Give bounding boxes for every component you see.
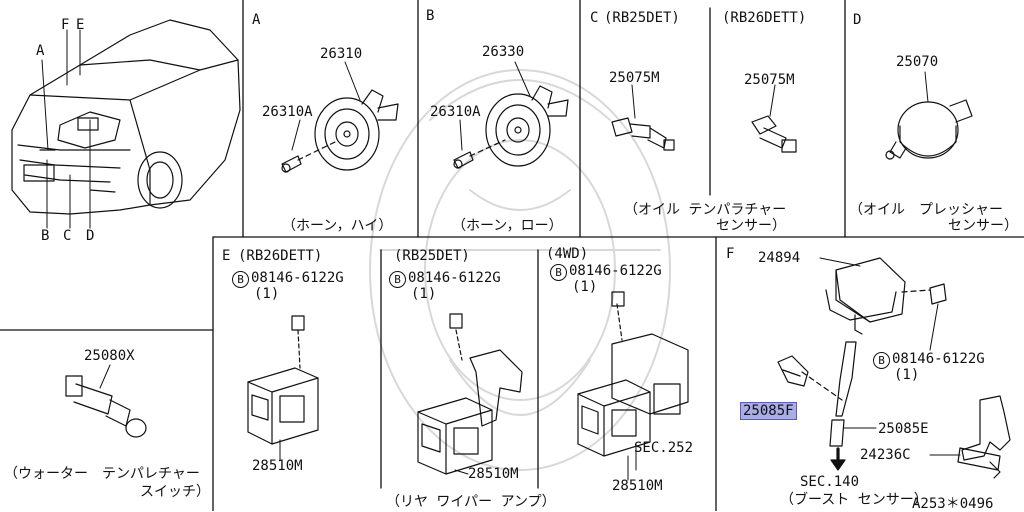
panel-e-variant3: (4WD) xyxy=(546,246,589,262)
panel-e-caption: （リヤ ワイパー アンプ） xyxy=(386,494,556,510)
panel-e-unit-part-3: 28510M xyxy=(612,478,663,494)
horn-low-drawing xyxy=(453,61,569,169)
panel-f-letter: F xyxy=(726,246,735,262)
water-switch-caption-line2: スイッチ） xyxy=(140,484,210,500)
panel-c-caption-line2: センサー） xyxy=(716,218,786,234)
panel-e-variant2: (RB25DET) xyxy=(394,248,470,264)
panel-e-bolt-circle-3: B xyxy=(550,264,567,281)
panel-f-bolt-circle: B xyxy=(873,352,890,369)
panel-b-part-bolt: 26310A xyxy=(430,104,481,120)
panel-b-letter: B xyxy=(426,8,435,24)
water-temp-switch-drawing xyxy=(65,364,147,438)
car-callout-d: D xyxy=(86,228,95,244)
panel-c-part1: 25075M xyxy=(609,70,660,86)
panel-e-bolt-qty-3: (1) xyxy=(572,279,598,295)
panel-f-caption: （ブースト センサー） xyxy=(780,492,928,508)
panel-e-sec: SEC.252 xyxy=(634,440,694,456)
boost-sensor-drawing xyxy=(777,257,1011,479)
panel-d-part: 25070 xyxy=(896,54,939,70)
horn-high-drawing xyxy=(281,61,399,173)
panel-b-caption: （ホーン，ロー） xyxy=(452,218,563,234)
panel-a-caption: （ホーン，ハイ） xyxy=(282,218,393,234)
water-switch-part: 25080X xyxy=(84,348,135,364)
panel-e-bolt-circle-2: B xyxy=(389,271,406,288)
water-switch-caption-line1: （ウォーター テンパレチャー xyxy=(4,466,200,482)
panel-c-variant1: (RB25DET) xyxy=(604,10,680,26)
panel-e-bolt-code-2: 08146-6122G xyxy=(408,270,501,286)
oil-pressure-sensor-drawing xyxy=(885,71,973,160)
panel-e-bolt-circle-1: B xyxy=(232,271,249,288)
panel-b-part-main: 26330 xyxy=(482,44,525,60)
panel-e-bolt-qty-1: (1) xyxy=(254,286,280,302)
panel-f-bolt-code: 08146-6122G xyxy=(892,351,985,367)
rear-wiper-amp-drawing xyxy=(247,291,689,481)
panel-f-sec: SEC.140 xyxy=(800,474,860,490)
car-callout-e: E xyxy=(76,17,85,33)
panel-f-part-hose: 25085E xyxy=(878,421,929,437)
panel-f-part-bracket-highlighted[interactable]: 25085F xyxy=(740,402,797,420)
panel-e-unit-part-1: 28510M xyxy=(252,458,303,474)
panel-d-caption-line1: （オイル プレッシャー xyxy=(849,202,1003,218)
panel-a-part-main: 26310 xyxy=(320,46,363,62)
panel-a-letter: A xyxy=(252,12,261,28)
panel-f-part-tank: 24894 xyxy=(758,250,801,266)
panel-d-caption-line2: センサー） xyxy=(948,218,1018,234)
panel-d-letter: D xyxy=(853,12,862,28)
car-callout-c: C xyxy=(63,228,72,244)
car-callout-a: A xyxy=(36,43,45,59)
panel-f-bolt-qty: (1) xyxy=(894,367,920,383)
panel-e-bolt-qty-2: (1) xyxy=(411,286,437,302)
panel-c-letter: C xyxy=(590,10,599,26)
panel-e-variant1: (RB26DETT) xyxy=(238,248,323,264)
panel-e-bolt-code-1: 08146-6122G xyxy=(251,270,344,286)
panel-c-part2: 25075M xyxy=(744,72,795,88)
document-code: A253＊0496 xyxy=(912,496,994,512)
watermark-emblem xyxy=(369,69,671,471)
panel-a-part-bolt: 26310A xyxy=(262,104,313,120)
car-callout-b: B xyxy=(41,228,50,244)
panel-f-part-harness: 24236C xyxy=(860,447,911,463)
panel-e-bolt-code-3: 08146-6122G xyxy=(569,263,662,279)
panel-e-letter: E xyxy=(222,248,231,264)
car-illustration xyxy=(11,19,241,229)
panel-e-unit-part-2: 28510M xyxy=(468,466,519,482)
oil-temp-sensor-drawing xyxy=(611,84,797,153)
panel-c-variant2: (RB26DETT) xyxy=(722,10,807,26)
panel-c-caption-line1: （オイル テンパラチャー xyxy=(624,202,787,218)
car-callout-f: F xyxy=(61,17,70,33)
